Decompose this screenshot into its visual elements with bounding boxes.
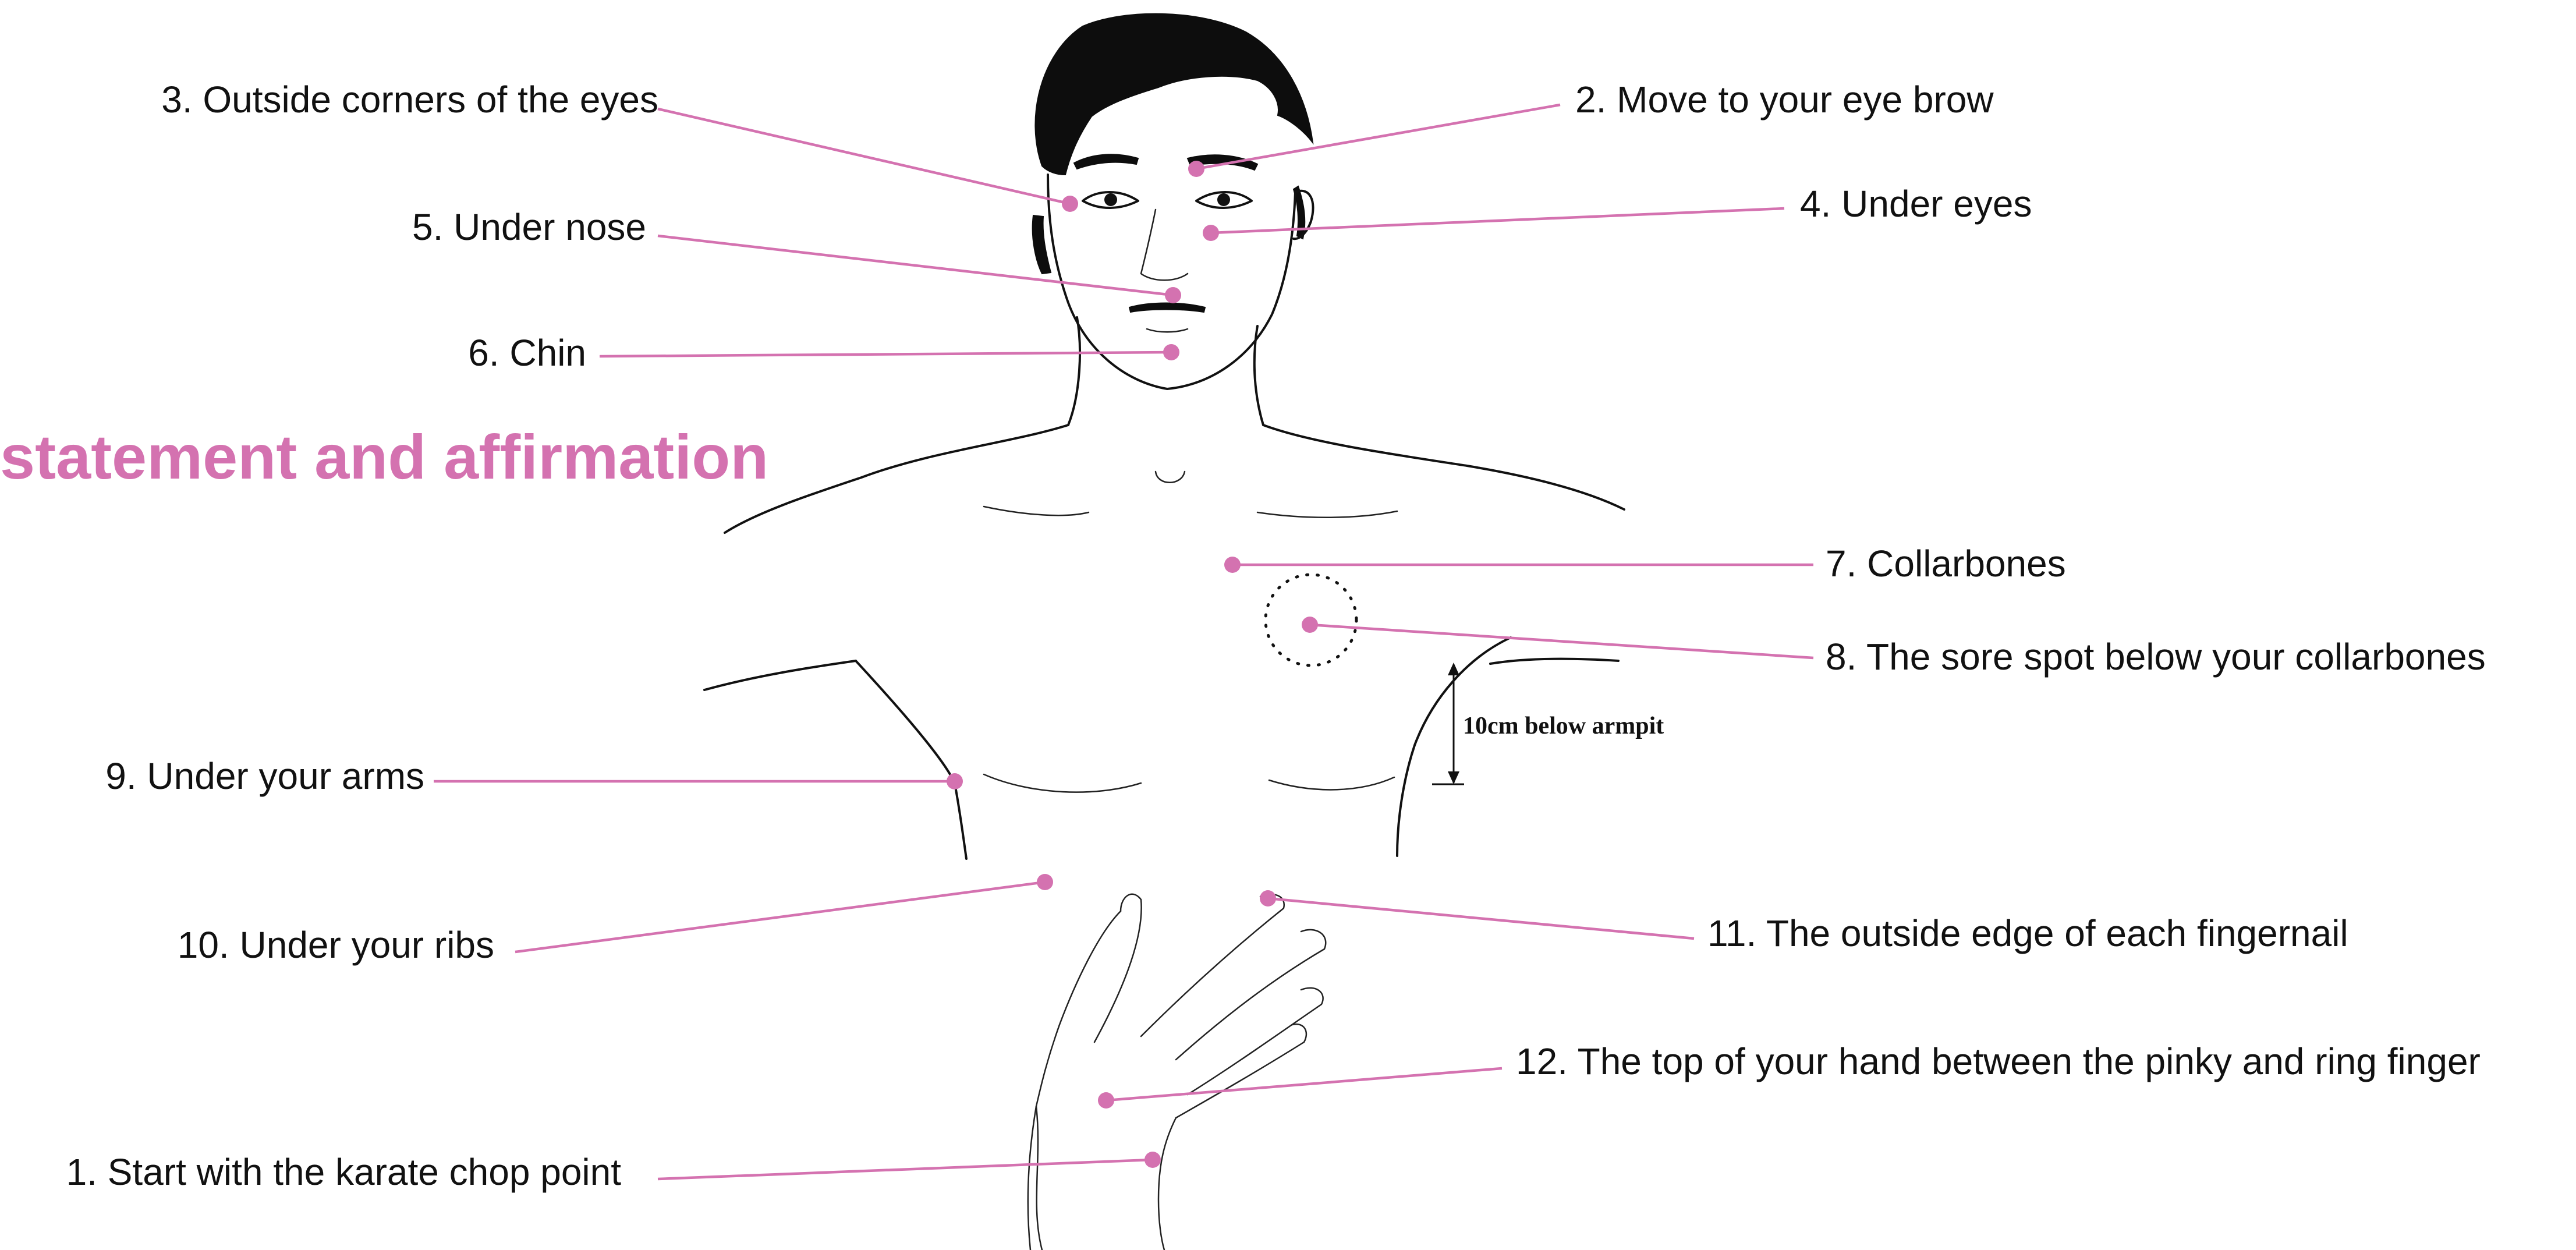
tapping-point-dot-p11: [1260, 890, 1276, 906]
leader-line-p4: [1211, 208, 1784, 233]
label-point-12: 12. The top of your hand between the pin…: [1516, 1040, 2481, 1082]
eyebrow-left: [1074, 154, 1138, 169]
tapping-point-dot-p1: [1145, 1152, 1161, 1168]
armpit-note: 10cm below armpit: [1463, 713, 1664, 739]
leader-line-p12: [1106, 1068, 1502, 1100]
tapping-point-dot-p4: [1203, 225, 1219, 241]
pupil-right: [1217, 193, 1230, 206]
neck-left: [1068, 317, 1080, 425]
measure-arrow-bottom: [1448, 771, 1459, 784]
finger-3: [1176, 930, 1326, 1060]
tapping-point-dot-p3: [1062, 196, 1078, 212]
tapping-point-dot-p8: [1302, 617, 1318, 633]
shoulder-left: [725, 425, 1068, 533]
label-point-5: 5. Under nose: [412, 206, 646, 248]
hair-side-left: [1033, 215, 1051, 274]
heading: statement and affirmation: [0, 422, 768, 492]
label-point-6: 6. Chin: [468, 332, 586, 374]
pec-right: [1269, 777, 1394, 789]
finger-5: [1176, 1024, 1306, 1118]
neck-right: [1255, 326, 1263, 425]
leader-line-p5: [658, 236, 1173, 295]
arm-right-outer: [1490, 659, 1618, 664]
label-point-9: 9. Under your arms: [105, 755, 424, 797]
leader-line-p10: [515, 882, 1045, 952]
label-point-11: 11. The outside edge of each fingernail: [1707, 912, 2348, 954]
tapping-point-dot-p9: [947, 773, 963, 789]
mouth: [1129, 303, 1205, 313]
tapping-point-dot-p2: [1188, 161, 1204, 177]
pec-left: [984, 774, 1141, 792]
leader-line-p1: [658, 1160, 1153, 1179]
tapping-point-dot-p10: [1037, 874, 1053, 890]
arm-left-outer: [704, 661, 856, 690]
measure-arrow-top: [1448, 663, 1459, 675]
tapping-point-dot-p12: [1098, 1092, 1114, 1109]
shoulder-right: [1263, 425, 1624, 509]
hand-outline: [1028, 911, 1121, 1250]
wrist-line: [1036, 1106, 1042, 1250]
pupil-left: [1104, 193, 1117, 206]
throat-notch: [1156, 472, 1185, 483]
hand-back: [1158, 1118, 1176, 1250]
hair: [1035, 14, 1313, 175]
label-point-4: 4. Under eyes: [1800, 183, 2032, 225]
label-point-7: 7. Collarbones: [1826, 543, 2066, 585]
label-point-10: 10. Under your ribs: [178, 924, 494, 966]
label-point-3: 3. Outside corners of the eyes: [161, 79, 658, 121]
finger-1: [1094, 894, 1142, 1042]
label-point-2: 2. Move to your eye brow: [1575, 79, 1994, 121]
collarbone-left: [984, 507, 1089, 515]
finger-4: [1188, 988, 1323, 1095]
tapping-point-dot-p6: [1163, 344, 1179, 360]
nose: [1141, 210, 1188, 280]
leader-lines: [434, 105, 1813, 1179]
label-point-1: 1. Start with the karate chop point: [66, 1151, 622, 1193]
label-point-8: 8. The sore spot below your collarbones: [1826, 636, 2486, 678]
leader-line-p11: [1268, 898, 1694, 939]
lower-lip: [1147, 329, 1188, 332]
leader-line-p3: [658, 109, 1070, 204]
collarbone-right: [1257, 511, 1397, 518]
tapping-point-dot-p5: [1165, 287, 1181, 303]
leader-line-p8: [1310, 625, 1813, 658]
leader-line-p6: [600, 352, 1171, 356]
figure-illustration: [704, 14, 1624, 1250]
leader-line-p2: [1196, 105, 1560, 169]
tapping-point-dot-p7: [1224, 557, 1241, 573]
finger-2: [1141, 894, 1284, 1036]
armpit-left: [856, 661, 966, 859]
